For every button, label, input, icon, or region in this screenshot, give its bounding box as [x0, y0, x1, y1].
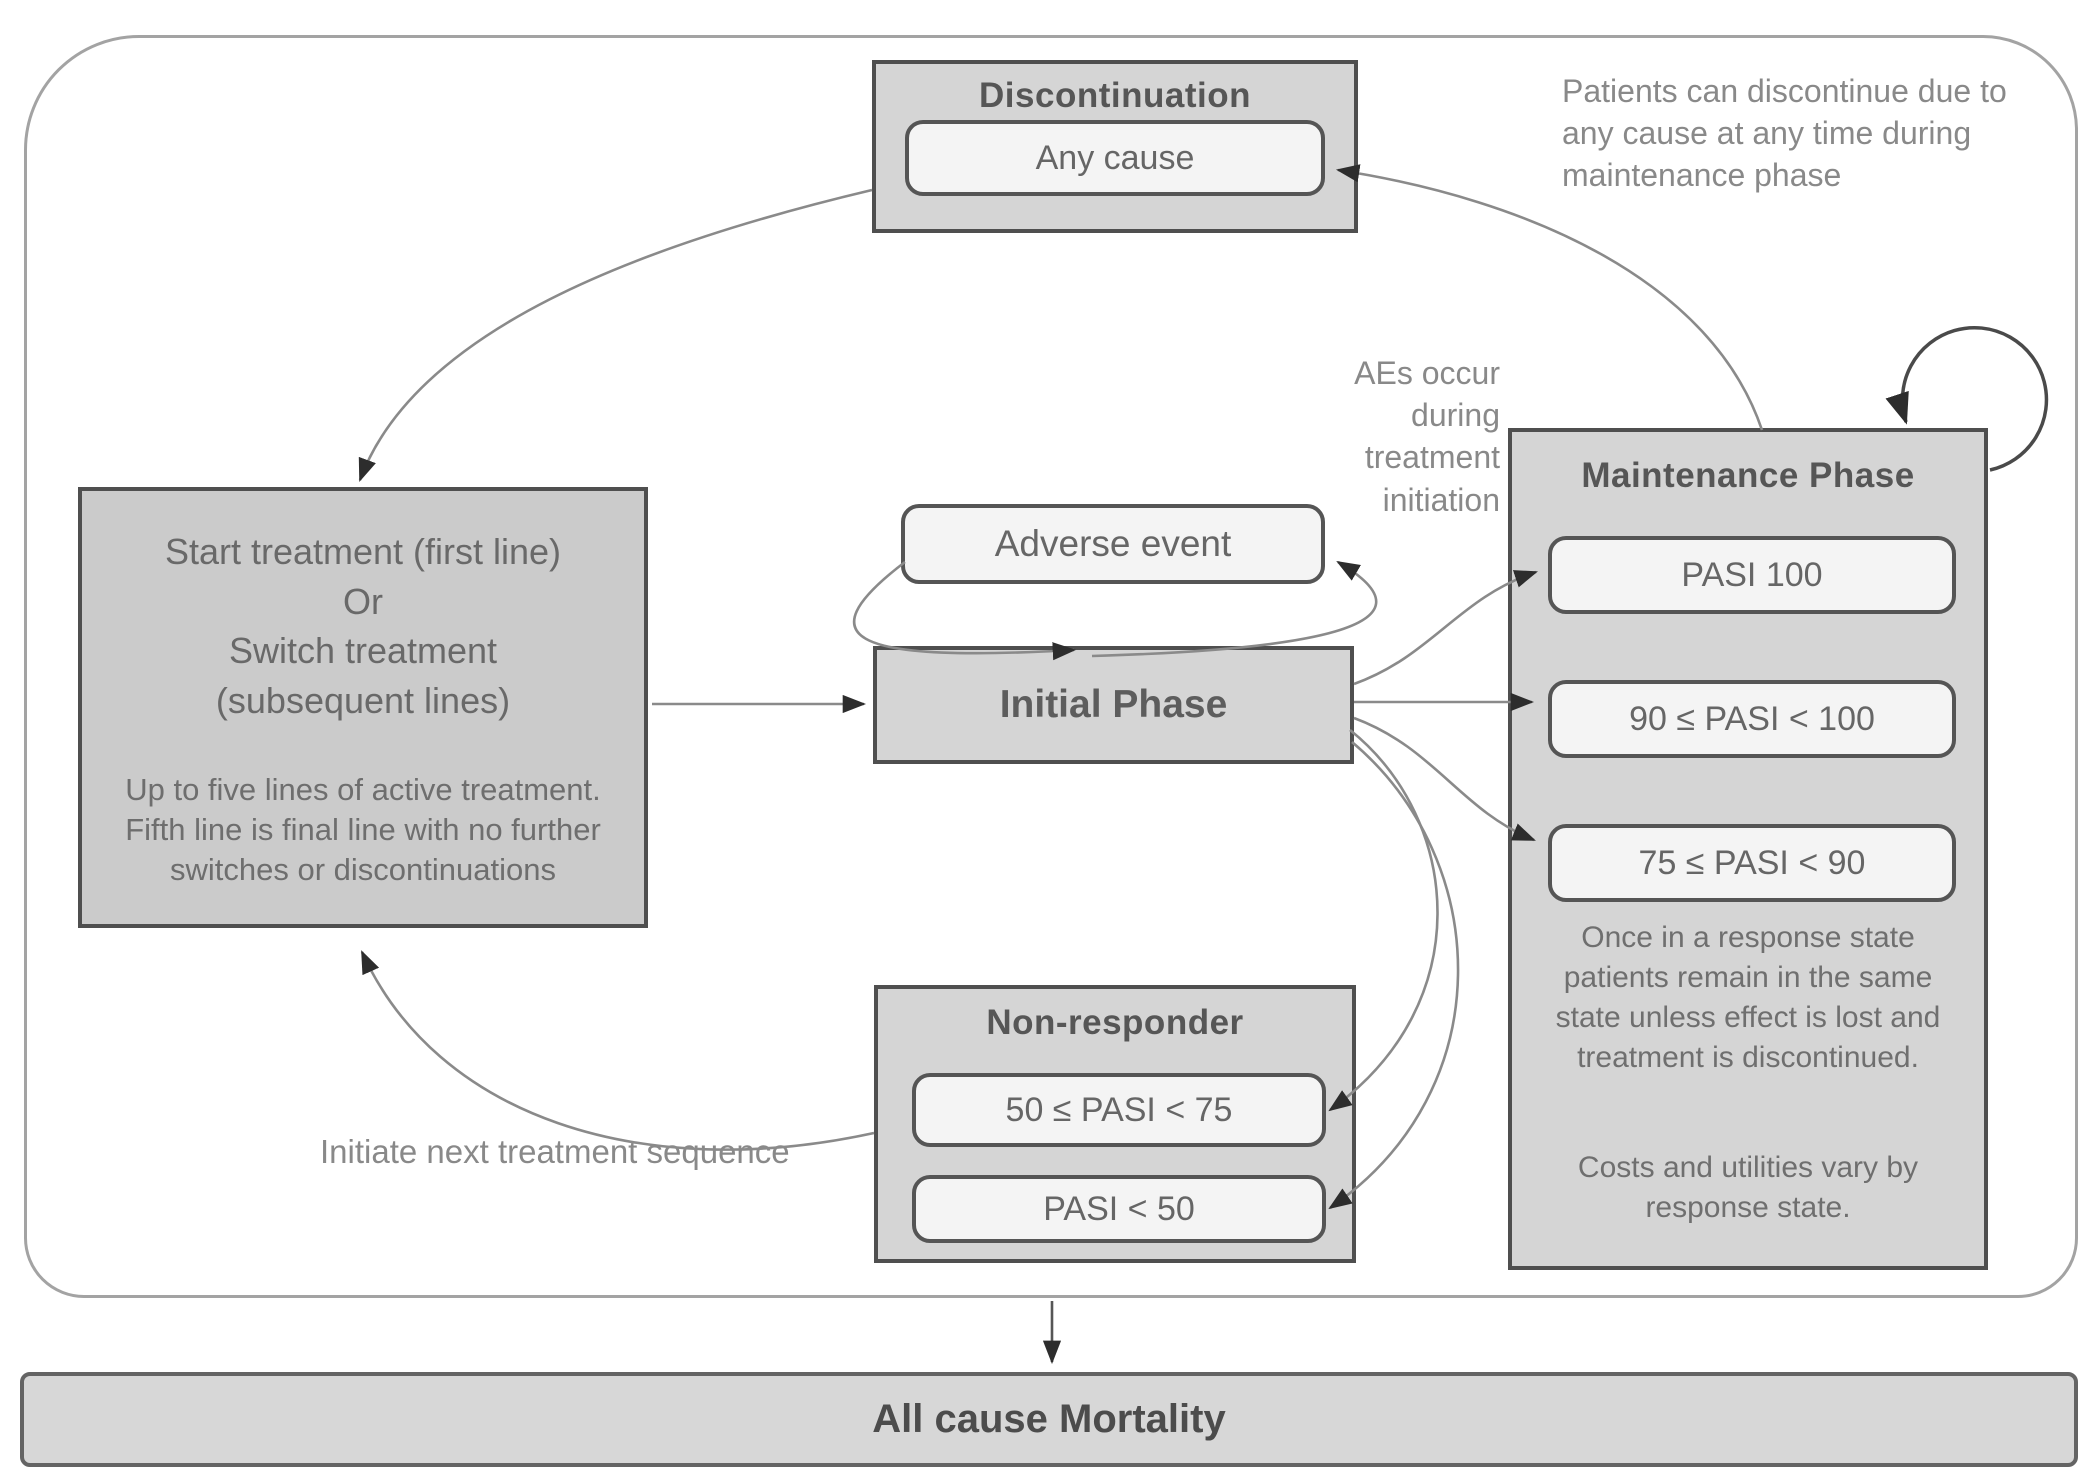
pasi-under-50-state: PASI < 50	[912, 1175, 1326, 1243]
non-responder-box: Non-responder 50 ≤ PASI < 75 PASI < 50	[874, 985, 1356, 1263]
pasi-75-90-state: 75 ≤ PASI < 90	[1548, 824, 1956, 902]
all-cause-mortality-bar: All cause Mortality	[20, 1372, 2078, 1467]
pasi-50-75-state: 50 ≤ PASI < 75	[912, 1073, 1326, 1147]
start-switch-treatment-box: Start treatment (first line) Or Switch t…	[78, 487, 648, 928]
costs-utilities-note: Costs and utilities vary by response sta…	[1577, 1151, 1919, 1224]
start-line-1: Start treatment (first line)	[164, 531, 562, 572]
five-lines-note: Up to five lines of active treatment. Fi…	[125, 771, 601, 888]
pasi-90-100-state: 90 ≤ PASI < 100	[1548, 680, 1956, 758]
adverse-event-state: Adverse event	[901, 504, 1325, 584]
start-line-4: (subsequent lines)	[215, 680, 511, 722]
non-responder-title: Non-responder	[986, 1003, 1244, 1042]
start-switch-text: Start treatment (first line) Or Switch t…	[165, 527, 561, 726]
initial-phase-box: Initial Phase	[873, 646, 1354, 764]
maintenance-phase-box: Maintenance Phase PASI 100 90 ≤ PASI < 1…	[1508, 428, 1988, 1270]
discontinue-anytime-note: Patients can discontinue due to any caus…	[1562, 73, 2007, 194]
maintenance-phase-title: Maintenance Phase	[1581, 456, 1915, 495]
any-cause-state: Any cause	[905, 120, 1325, 196]
discontinuation-title: Discontinuation	[979, 76, 1251, 115]
start-line-2: Or	[342, 580, 383, 622]
pasi-100-state: PASI 100	[1548, 536, 1956, 614]
start-line-3: Switch treatment	[228, 630, 498, 672]
initiate-next-treatment-note: Initiate next treatment sequence	[320, 1133, 790, 1170]
discontinuation-box: Discontinuation Any cause	[872, 60, 1358, 233]
response-state-note: Once in a response state patients remain…	[1555, 921, 1941, 1074]
aes-occur-note: AEs occur during treatment initiation	[1354, 355, 1500, 518]
model-boundary-outline	[24, 35, 2078, 1298]
